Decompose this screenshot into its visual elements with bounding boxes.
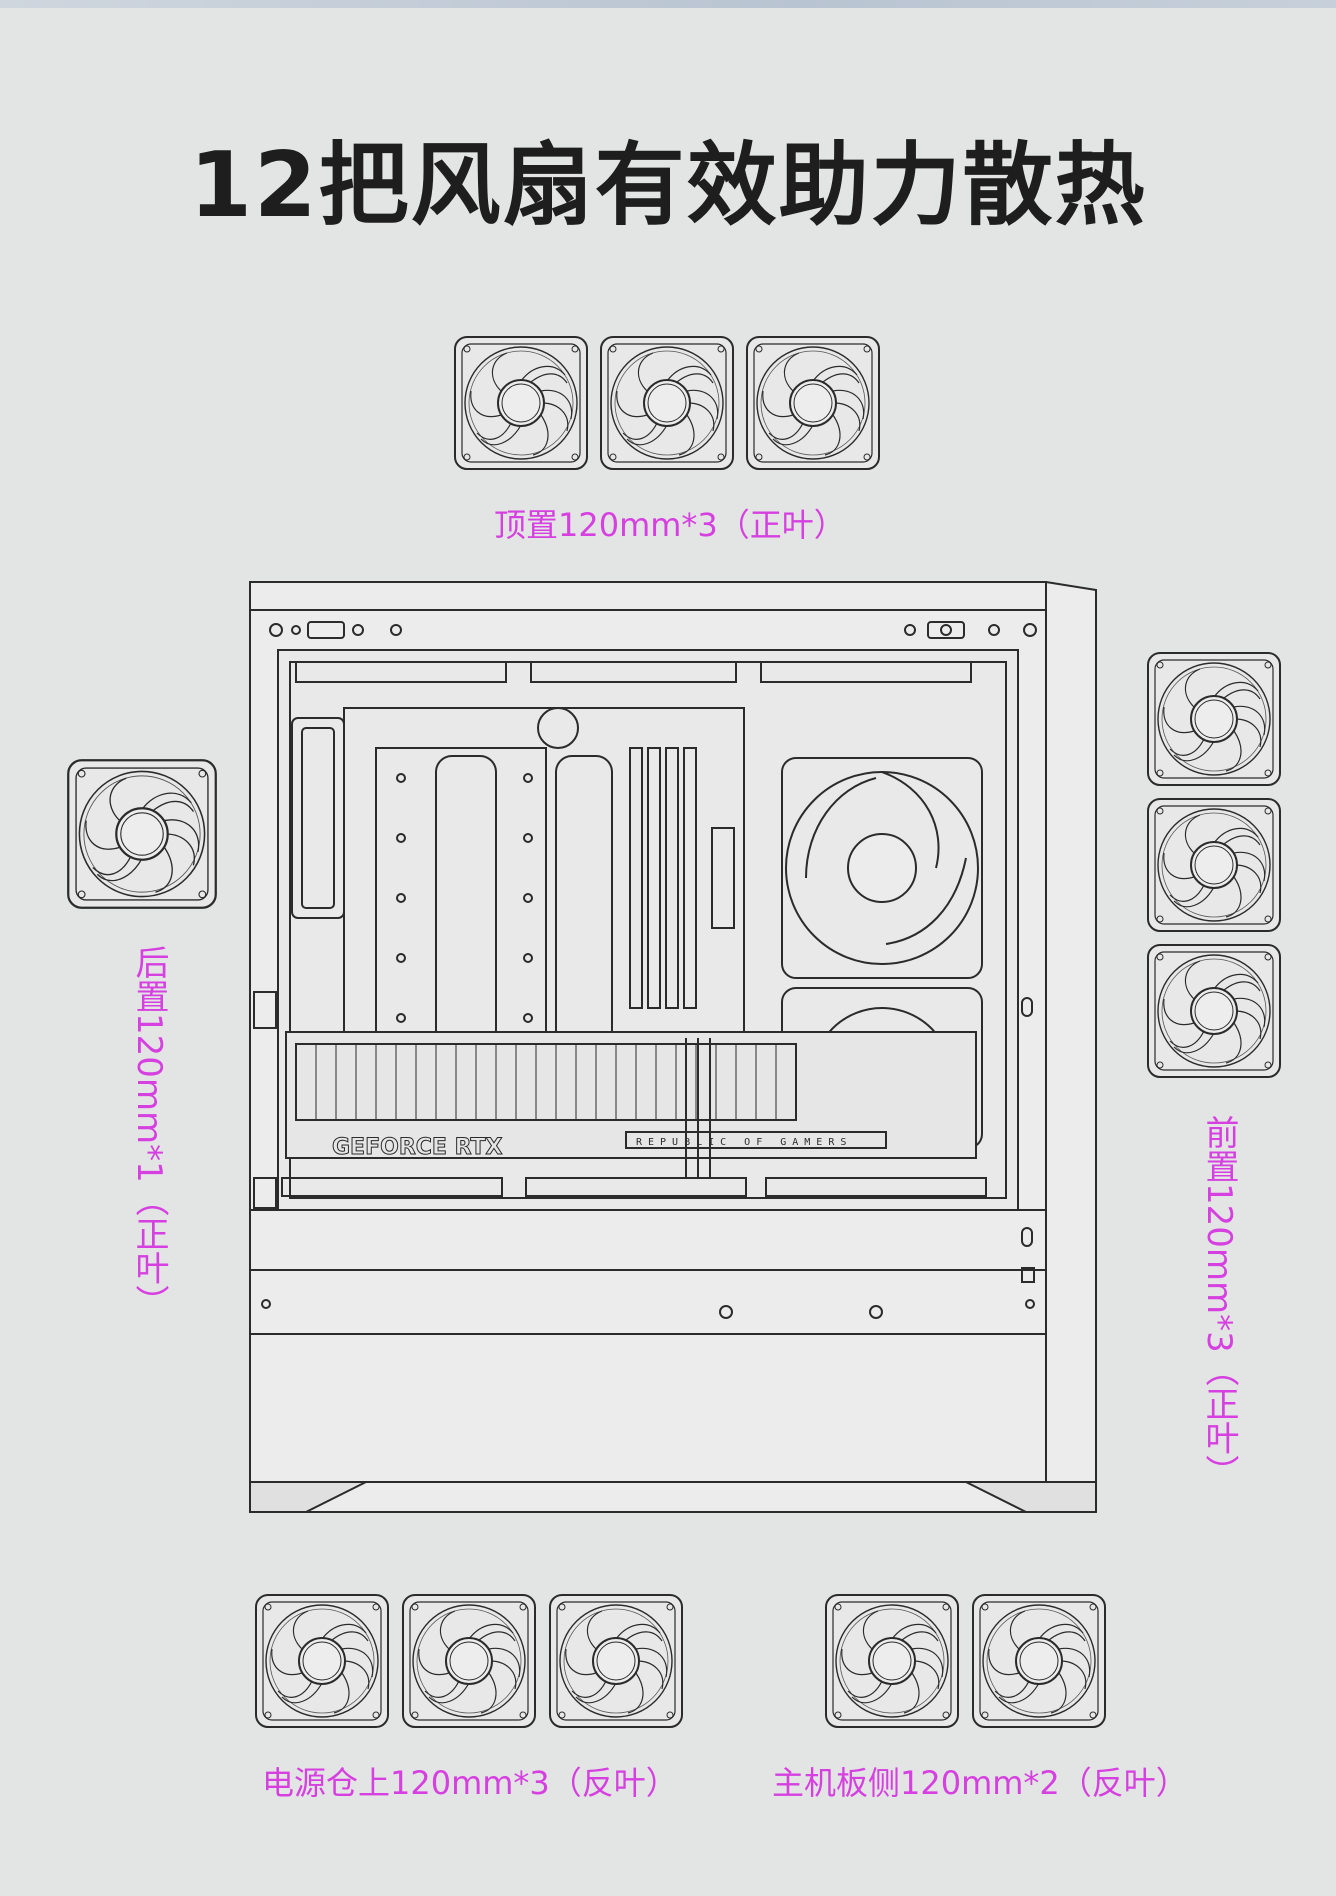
label-front-fans: 前置120mm*3（正叶）	[1199, 1115, 1239, 1489]
label-motherboard-side-fans: 主机板侧120mm*2（反叶）	[772, 1764, 1188, 1802]
fan-icon	[1146, 943, 1282, 1079]
fan-icon	[745, 335, 881, 471]
label-top-fans: 顶置120mm*3（正叶）	[494, 506, 846, 544]
gpu-brand-text: GEFORCE RTX	[332, 1135, 503, 1160]
fan-icon	[599, 335, 735, 471]
fan-icon	[548, 1593, 684, 1729]
fan-icon	[66, 758, 218, 910]
pc-case-illustration: GEFORCE RTX REPUBLIC OF GAMERS	[246, 578, 1100, 1518]
fan-icon	[971, 1593, 1107, 1729]
fan-icon	[401, 1593, 537, 1729]
page-title: 12把风扇有效助力散热	[189, 133, 1147, 238]
gpu-strip-text: REPUBLIC OF GAMERS	[636, 1137, 852, 1148]
top-accent-bar	[0, 0, 1336, 8]
label-rear-fan: 后置120mm*1（正叶）	[129, 945, 169, 1319]
fan-icon	[254, 1593, 390, 1729]
fan-icon	[1146, 651, 1282, 787]
fan-icon	[824, 1593, 960, 1729]
label-psu-top-fans: 电源仓上120mm*3（反叶）	[262, 1764, 678, 1802]
fan-icon	[1146, 797, 1282, 933]
fan-icon	[453, 335, 589, 471]
